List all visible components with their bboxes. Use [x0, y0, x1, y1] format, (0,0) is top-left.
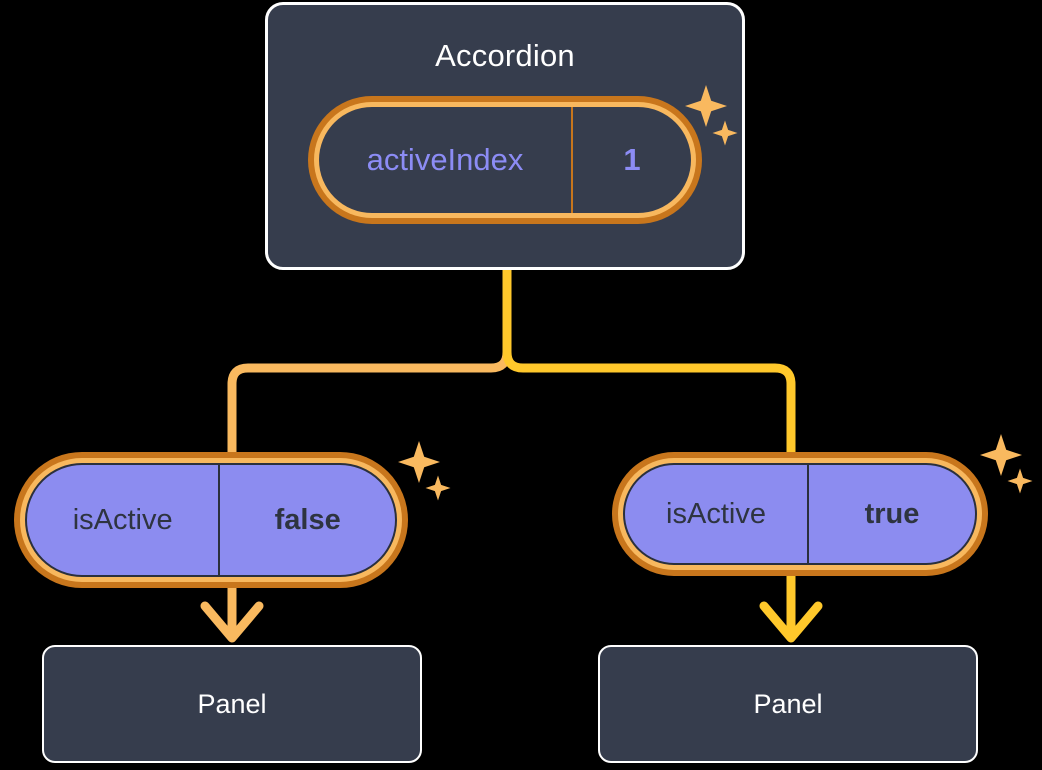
node-accordion-title: Accordion [435, 38, 575, 73]
prop-pill-left-key: isActive [72, 503, 173, 536]
node-panel-right-title: Panel [753, 688, 823, 719]
sparkle-small-icon [1007, 468, 1033, 494]
edge-to-child-right [502, 347, 796, 467]
prop-pill-is-active-true[interactable]: isActive true [612, 452, 988, 576]
state-pill-body: activeIndex 1 [319, 107, 691, 213]
state-pill-value: 1 [571, 107, 691, 213]
state-pill-ring: activeIndex 1 [314, 102, 696, 218]
prop-pill-left-ring: isActive false [20, 458, 402, 582]
prop-pill-left-value: false [218, 465, 395, 575]
sparkle-large-icon [685, 85, 727, 127]
prop-pill-right-ring: isActive true [618, 458, 982, 570]
prop-pill-is-active-false[interactable]: isActive false [14, 452, 408, 588]
prop-pill-right-value: true [807, 465, 975, 563]
state-pill-key: activeIndex [366, 142, 524, 177]
arrow-left-pill-to-panel [200, 586, 264, 643]
sparkle-small-icon [712, 120, 738, 146]
prop-pill-left-body: isActive false [25, 463, 397, 577]
node-panel-right[interactable]: Panel [598, 645, 978, 763]
sparkle-large-icon [980, 434, 1022, 476]
node-panel-left-title: Panel [197, 688, 267, 719]
arrow-right-pill-to-panel [759, 575, 823, 643]
state-pill-active-index[interactable]: activeIndex 1 [308, 96, 702, 224]
prop-pill-right-key: isActive [666, 497, 766, 530]
sparkle-large-icon [398, 441, 440, 483]
prop-pill-right-body: isActive true [623, 463, 977, 565]
node-panel-left[interactable]: Panel [42, 645, 422, 763]
sparkle-small-icon [425, 475, 451, 501]
